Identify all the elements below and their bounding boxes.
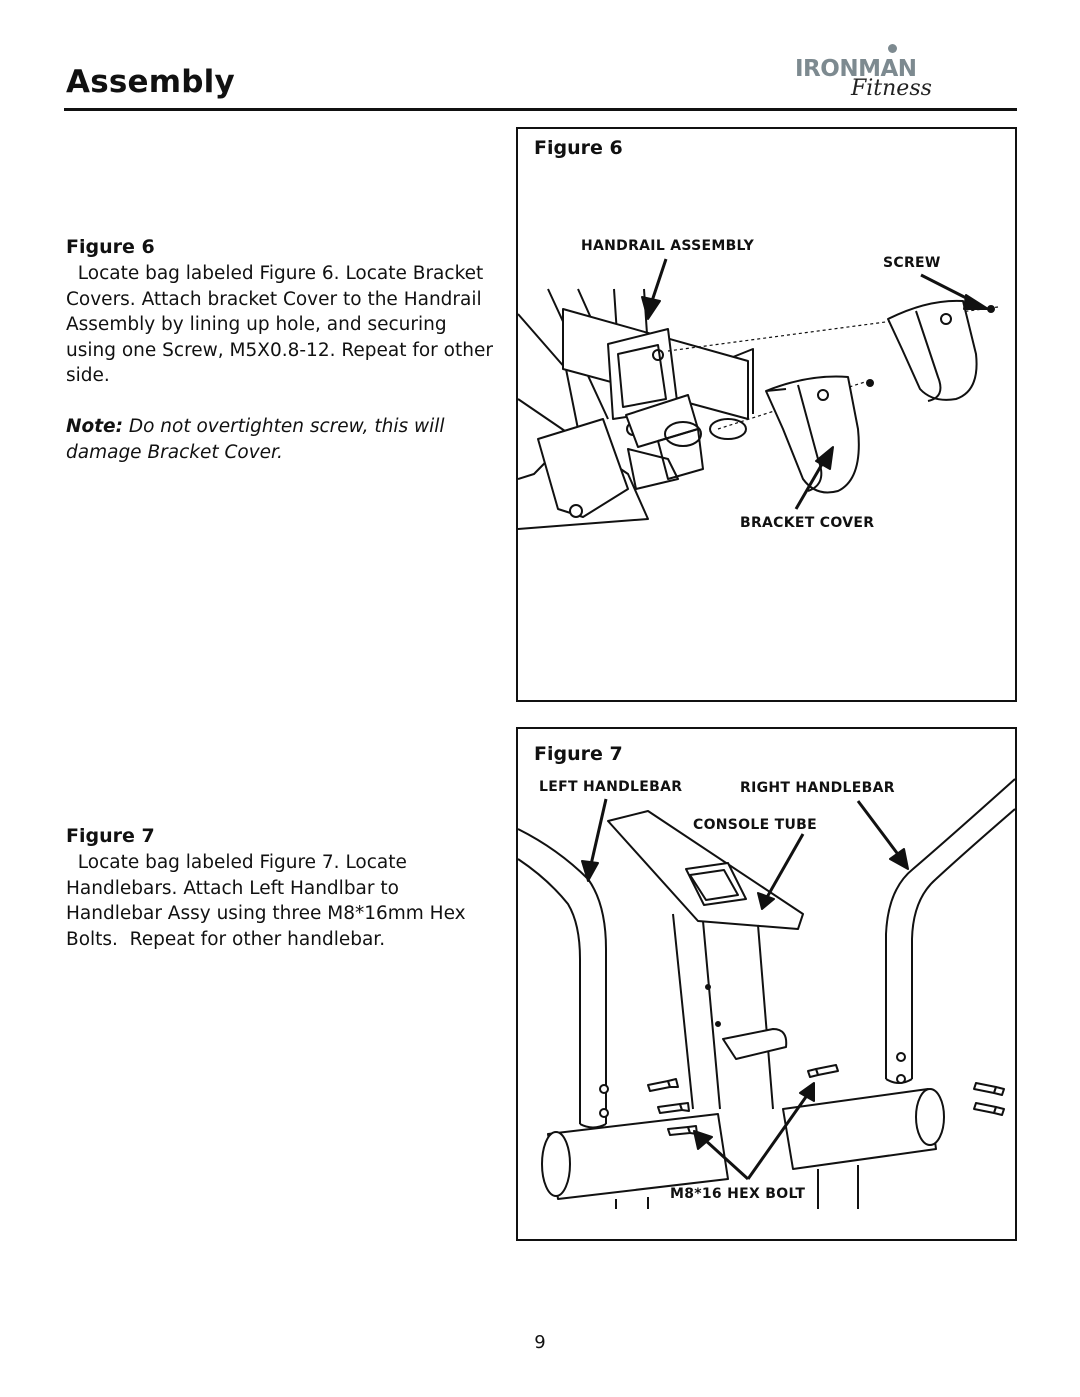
callout-right-handlebar: RIGHT HANDLEBAR bbox=[740, 780, 895, 796]
header-rule bbox=[64, 108, 1017, 111]
logo-script-text: Fitness bbox=[851, 76, 932, 101]
figure-6-panel: Figure 6 HANDRAIL ASSEMBLY SCREW BRACKET… bbox=[516, 127, 1017, 702]
section-body-figure-6: Locate bag labeled Figure 6. Locate Brac… bbox=[66, 263, 499, 387]
note-text: Do not overtighten screw, this will dama… bbox=[66, 416, 445, 463]
callout-bracket-cover: BRACKET COVER bbox=[740, 515, 875, 531]
ironman-fitness-logo: IRONMAN Fitness bbox=[793, 42, 968, 108]
logo-dot bbox=[888, 44, 897, 53]
figure-7-illustration bbox=[518, 778, 1015, 1209]
logo-brand-text: IRONMAN bbox=[795, 56, 917, 82]
note-label: Note: bbox=[66, 416, 123, 437]
callout-hex-bolt: M8*16 HEX BOLT bbox=[670, 1186, 806, 1202]
callout-console-tube: CONSOLE TUBE bbox=[693, 817, 817, 833]
note-paragraph: Note: Do not overtighten screw, this wil… bbox=[66, 414, 496, 465]
callout-screw: SCREW bbox=[883, 255, 941, 271]
callout-handrail-assembly: HANDRAIL ASSEMBLY bbox=[581, 238, 755, 254]
section-body-figure-7: Locate bag labeled Figure 7. Locate Hand… bbox=[66, 852, 472, 950]
section-heading-figure-7: Figure 7 bbox=[66, 825, 155, 847]
figure-7-label: Figure 7 bbox=[534, 743, 623, 765]
page-title: Assembly bbox=[66, 64, 235, 100]
figure-6-illustration bbox=[518, 258, 999, 530]
section-heading-figure-6: Figure 6 bbox=[66, 236, 155, 258]
figure-7-panel: Figure 7 LEFT HANDLEBAR RIGHT HANDLEBAR … bbox=[516, 727, 1017, 1241]
figure-6-label: Figure 6 bbox=[534, 137, 623, 159]
callout-left-handlebar: LEFT HANDLEBAR bbox=[539, 779, 683, 795]
page-number: 9 bbox=[534, 1332, 546, 1353]
